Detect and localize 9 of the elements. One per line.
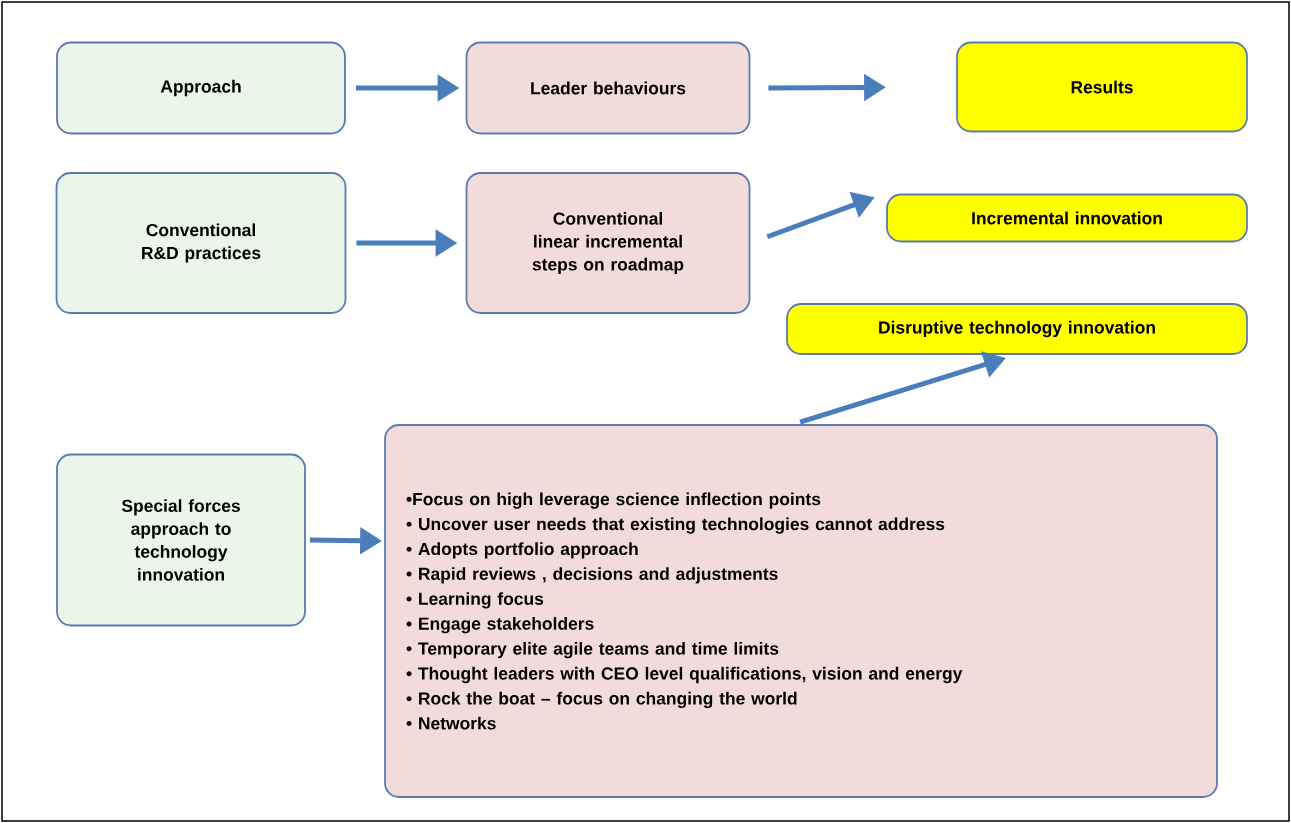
- process-box: Disruptive technology innovation: [786, 303, 1248, 355]
- process-box: Results: [956, 41, 1248, 133]
- process-box: Approach: [56, 41, 346, 135]
- process-box: Incremental innovation: [886, 193, 1248, 243]
- list-box: •Focus on high leverage science inflection points • Uncover user needs that existing technologies cannot address • Adopts portfolio approach • Rapid reviews , decisions and adjustments • Learning focus • Engage stakeholders • Temporary elite agile teams and time limits • Thought leaders with CEO level qualifications, vision and energy • Rock the boat – focus on changing the world • Networks: [384, 424, 1218, 798]
- process-box: Leader behaviours: [465, 41, 751, 135]
- process-box: Special forces approach to technology innovation: [56, 453, 306, 627]
- process-box: Conventional R&D practices: [55, 172, 347, 314]
- process-box: Conventional linear incremental steps on roadmap: [465, 172, 751, 314]
